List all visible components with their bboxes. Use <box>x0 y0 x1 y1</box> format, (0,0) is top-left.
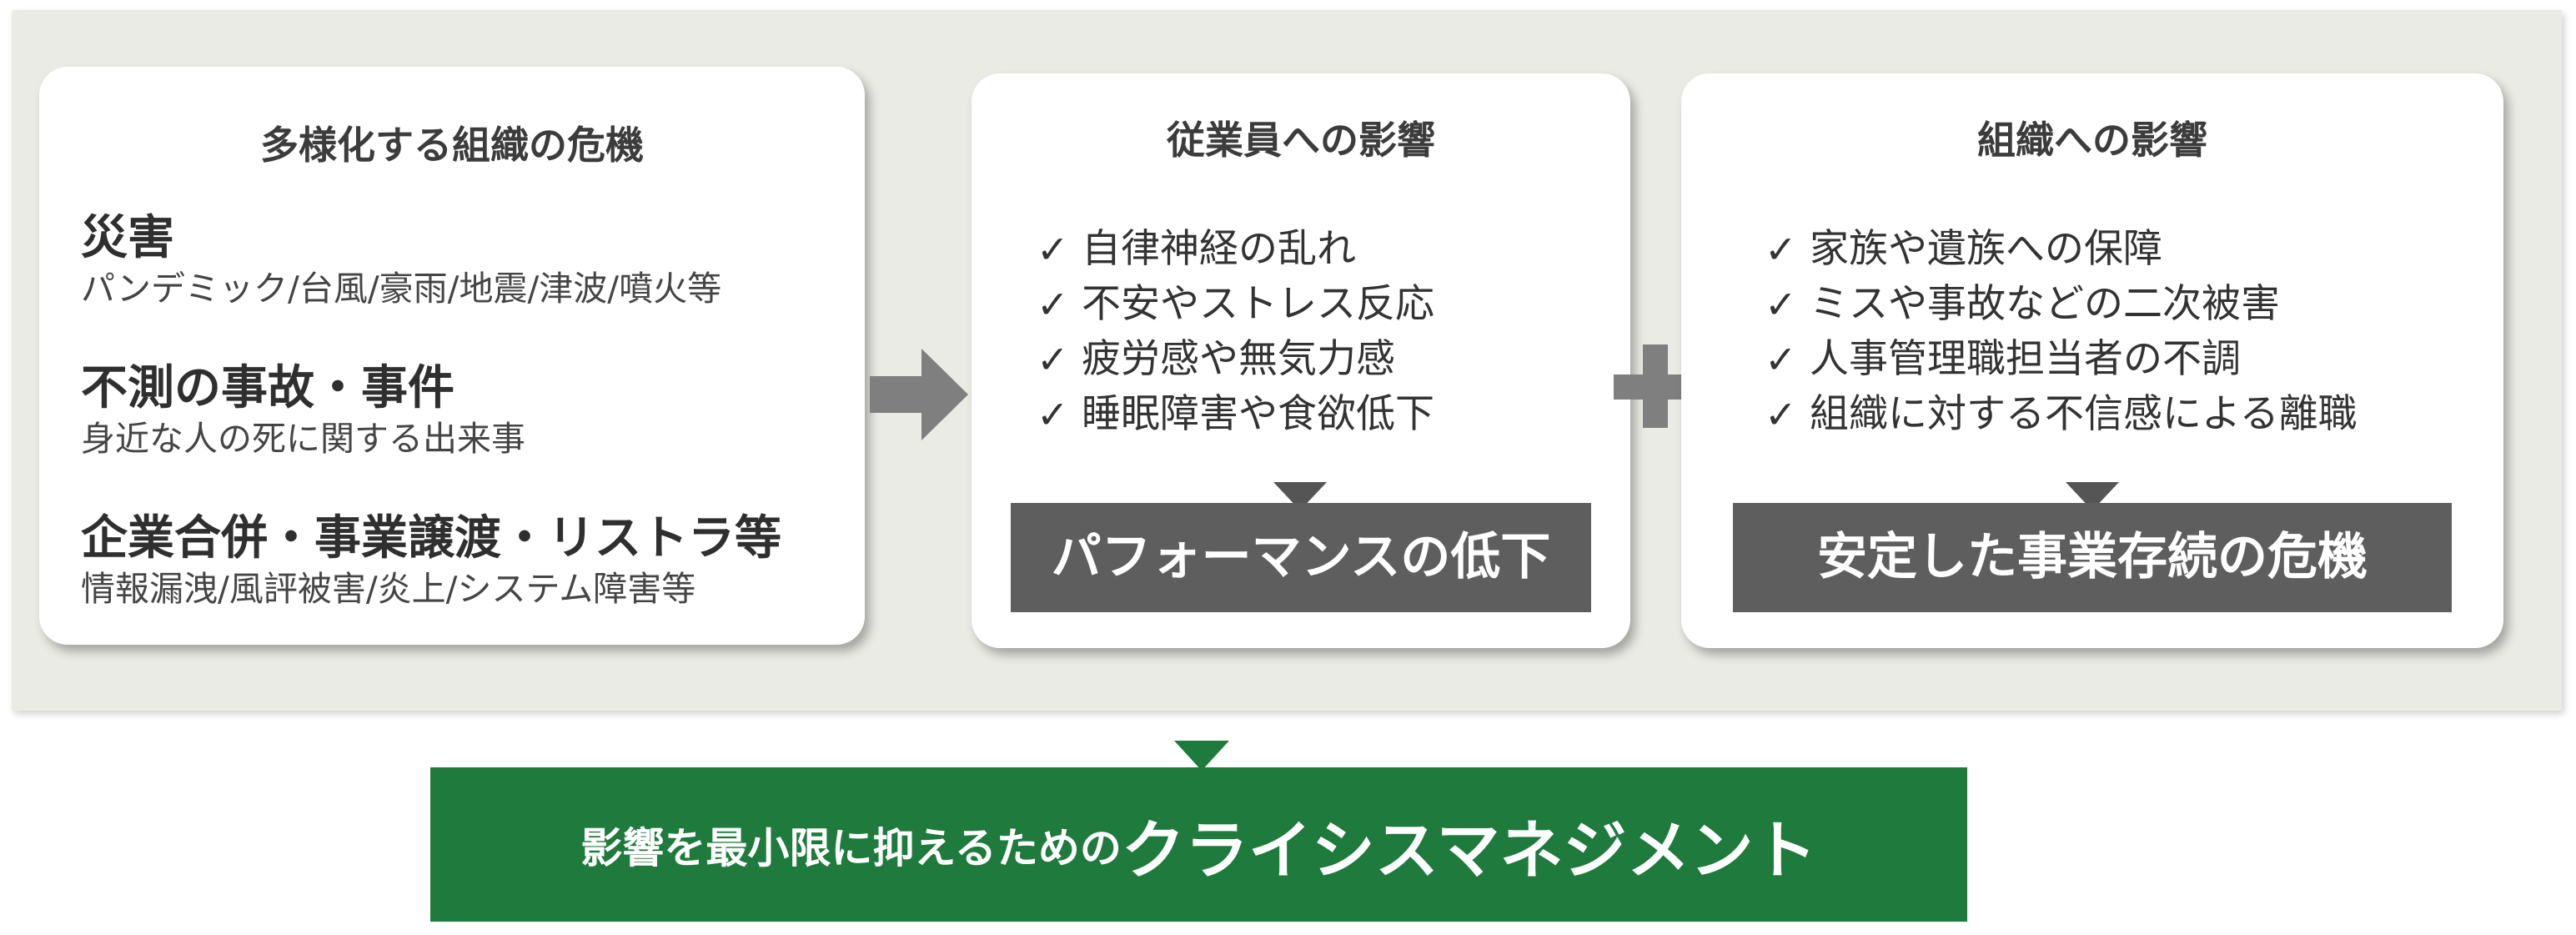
employee-impact-list: ✓自律神経の乱れ ✓不安やストレス反応 ✓疲労感や無気力感 ✓睡眠障害や食欲低下 <box>1037 222 1434 442</box>
check-icon: ✓ <box>1765 392 1797 437</box>
employee-impact-card: 従業員への影響 ✓自律神経の乱れ ✓不安やストレス反応 ✓疲労感や無気力感 ✓睡… <box>972 73 1630 648</box>
list-item: ✓組織に対する不信感による離職 <box>1765 387 2358 442</box>
crisis-management-banner: 影響を最小限に抑えるためのクライシスマネジメント <box>430 767 1967 922</box>
check-icon: ✓ <box>1037 227 1069 272</box>
check-icon: ✓ <box>1765 282 1797 327</box>
organization-impact-card: 組織への影響 ✓家族や遺族への保障 ✓ミスや事故などの二次被害 ✓人事管理職担当… <box>1681 73 2503 648</box>
list-item: ✓疲労感や無気力感 <box>1037 332 1434 387</box>
check-icon: ✓ <box>1037 282 1069 327</box>
check-icon: ✓ <box>1765 227 1797 272</box>
risk-detail-merger: 情報漏洩/風評被害/炎上/システム障害等 <box>81 569 696 609</box>
card-title: 従業員への影響 <box>1167 118 1435 163</box>
list-item: ✓自律神経の乱れ <box>1037 222 1434 277</box>
risk-heading-disaster: 災害 <box>81 211 174 265</box>
list-item: ✓ミスや事故などの二次被害 <box>1765 277 2358 332</box>
risk-detail-accident: 身近な人の死に関する出来事 <box>81 419 525 459</box>
list-item: ✓睡眠障害や食欲低下 <box>1037 387 1434 442</box>
right-arrow-icon <box>870 349 968 440</box>
check-icon: ✓ <box>1765 337 1797 382</box>
organization-impact-list: ✓家族や遺族への保障 ✓ミスや事故などの二次被害 ✓人事管理職担当者の不調 ✓組… <box>1765 222 2358 442</box>
banner-emphasis: クライシスマネジメント <box>1121 812 1817 887</box>
list-item: ✓家族や遺族への保障 <box>1765 222 2358 277</box>
banner-prefix: 影響を最小限に抑えるための <box>580 823 1122 872</box>
card-title: 多様化する組織の危機 <box>260 123 644 168</box>
organizational-crisis-card: 多様化する組織の危機 災害 パンデミック/台風/豪雨/地震/津波/噴火等 不測の… <box>39 67 865 645</box>
list-item: ✓不安やストレス反応 <box>1037 277 1434 332</box>
check-icon: ✓ <box>1037 337 1069 382</box>
list-item: ✓人事管理職担当者の不調 <box>1765 332 2358 387</box>
business-continuity-crisis-box: 安定した事業存続の危機 <box>1733 503 2452 612</box>
risk-detail-disaster: パンデミック/台風/豪雨/地震/津波/噴火等 <box>81 269 722 309</box>
performance-decline-box: パフォーマンスの低下 <box>1011 503 1591 612</box>
down-triangle-icon <box>1174 741 1229 771</box>
card-title: 組織への影響 <box>1977 118 2207 163</box>
risk-heading-accident: 不測の事故・事件 <box>81 361 454 415</box>
risk-heading-merger: 企業合併・事業譲渡・リストラ等 <box>81 511 781 566</box>
check-icon: ✓ <box>1037 392 1069 437</box>
